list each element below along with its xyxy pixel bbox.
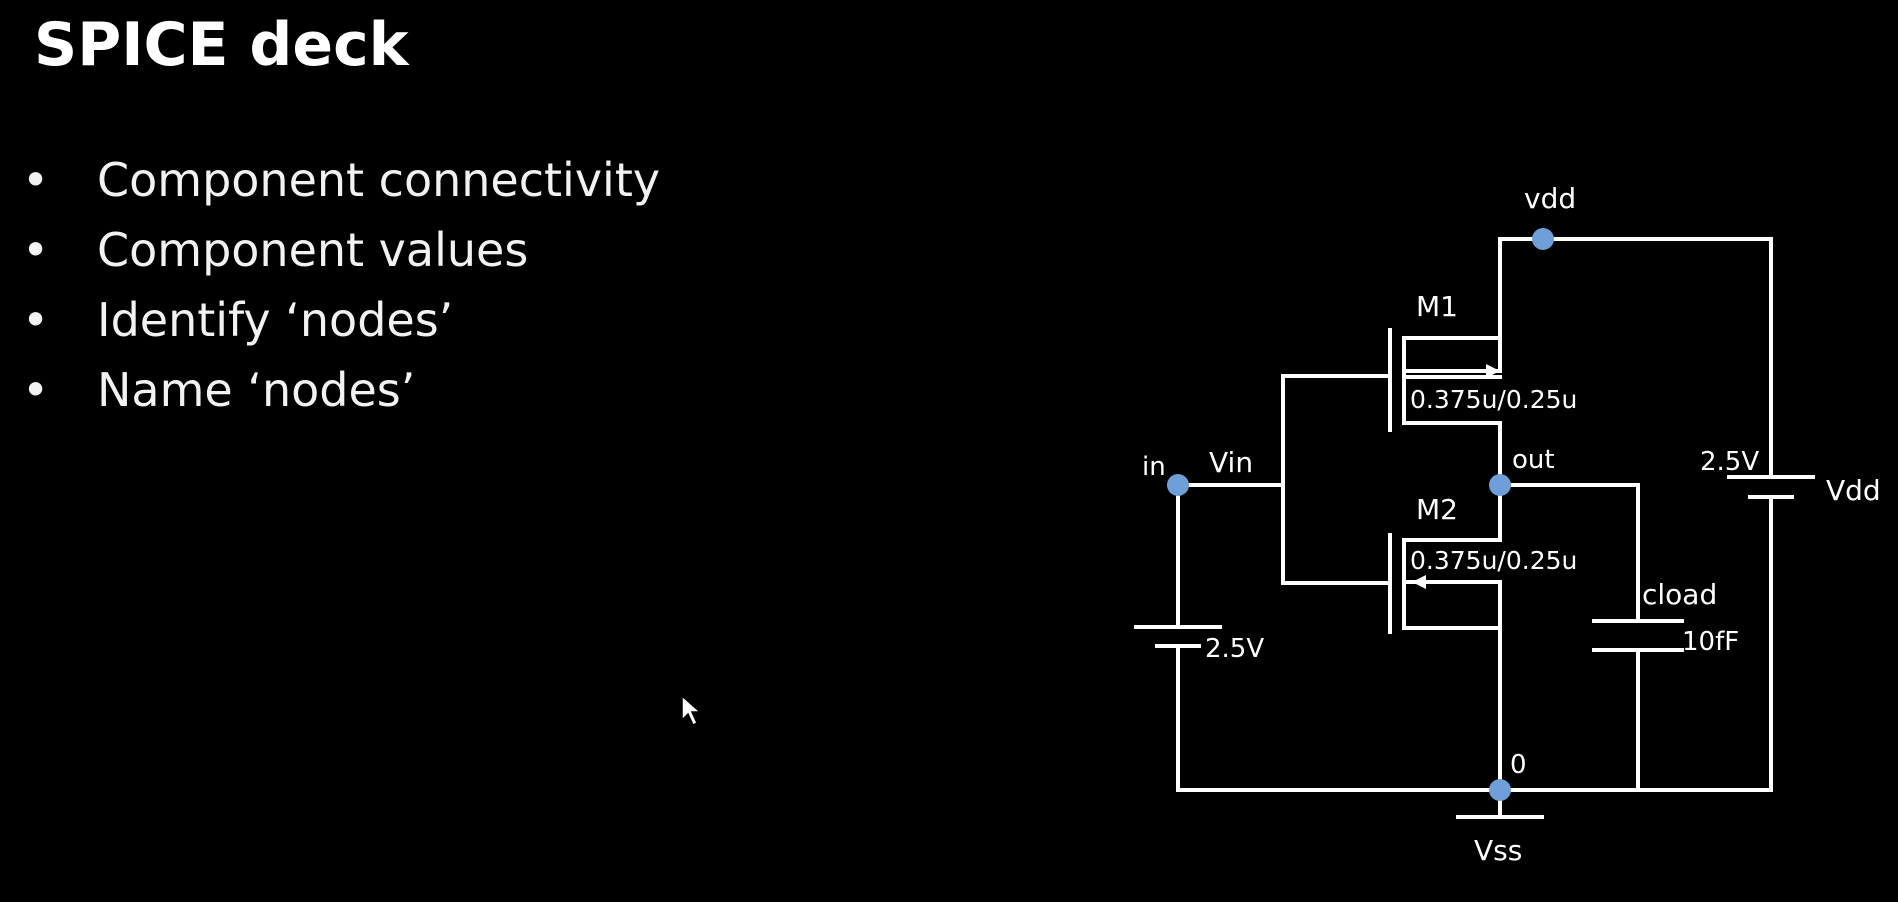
cload-capacitor xyxy=(1592,619,1684,792)
drain-net xyxy=(1402,421,1502,487)
vdd-node-label: vdd xyxy=(1524,182,1576,215)
vdd-source-value-label: 2.5V xyxy=(1700,447,1759,477)
bullet-item: •Name ‘nodes’ xyxy=(22,355,660,425)
bullet-item: •Identify ‘nodes’ xyxy=(22,285,660,355)
in-node-dot xyxy=(1167,474,1189,496)
gnd-node-dot xyxy=(1489,779,1511,801)
vin-source xyxy=(1134,483,1222,792)
bullet-item: •Component connectivity xyxy=(22,145,660,215)
gnd-node-label: 0 xyxy=(1510,750,1527,780)
vdd-rail xyxy=(1498,237,1773,479)
pmos-arrow-icon xyxy=(1486,364,1500,378)
m1-size-label: 0.375u/0.25u xyxy=(1410,385,1577,414)
bullet-item: •Component values xyxy=(22,215,660,285)
m2-size-label: 0.375u/0.25u xyxy=(1410,546,1577,575)
vin-net xyxy=(1176,374,1392,585)
m2-name-label: M2 xyxy=(1416,493,1458,526)
slide-title: SPICE deck xyxy=(34,10,409,80)
bullet-text: Name ‘nodes’ xyxy=(97,363,416,417)
in-node-label: in xyxy=(1142,452,1166,482)
vin-source-value-label: 2.5V xyxy=(1205,634,1264,664)
vdd-source-name-label: Vdd xyxy=(1826,474,1881,507)
vss-ground-label: Vss xyxy=(1474,834,1522,867)
out-net xyxy=(1498,483,1640,623)
out-node-label: out xyxy=(1512,445,1555,475)
nmos-arrow-icon xyxy=(1412,575,1426,589)
cload-value-label: 10fF xyxy=(1682,627,1739,657)
cload-name-label: cload xyxy=(1642,578,1717,611)
vdd-source xyxy=(1727,475,1815,792)
bullet-list: •Component connectivity •Component value… xyxy=(22,145,660,425)
ground-rail xyxy=(1176,788,1773,819)
vin-net-label: Vin xyxy=(1209,446,1253,479)
m1-name-label: M1 xyxy=(1416,290,1458,323)
bullet-text: Component connectivity xyxy=(97,153,661,207)
mouse-pointer-icon xyxy=(681,694,702,727)
bullet-text: Identify ‘nodes’ xyxy=(97,293,454,347)
vdd-node-dot xyxy=(1532,228,1554,250)
bullet-text: Component values xyxy=(97,223,529,277)
nmos-m2 xyxy=(1388,483,1502,792)
out-node-dot xyxy=(1489,474,1511,496)
